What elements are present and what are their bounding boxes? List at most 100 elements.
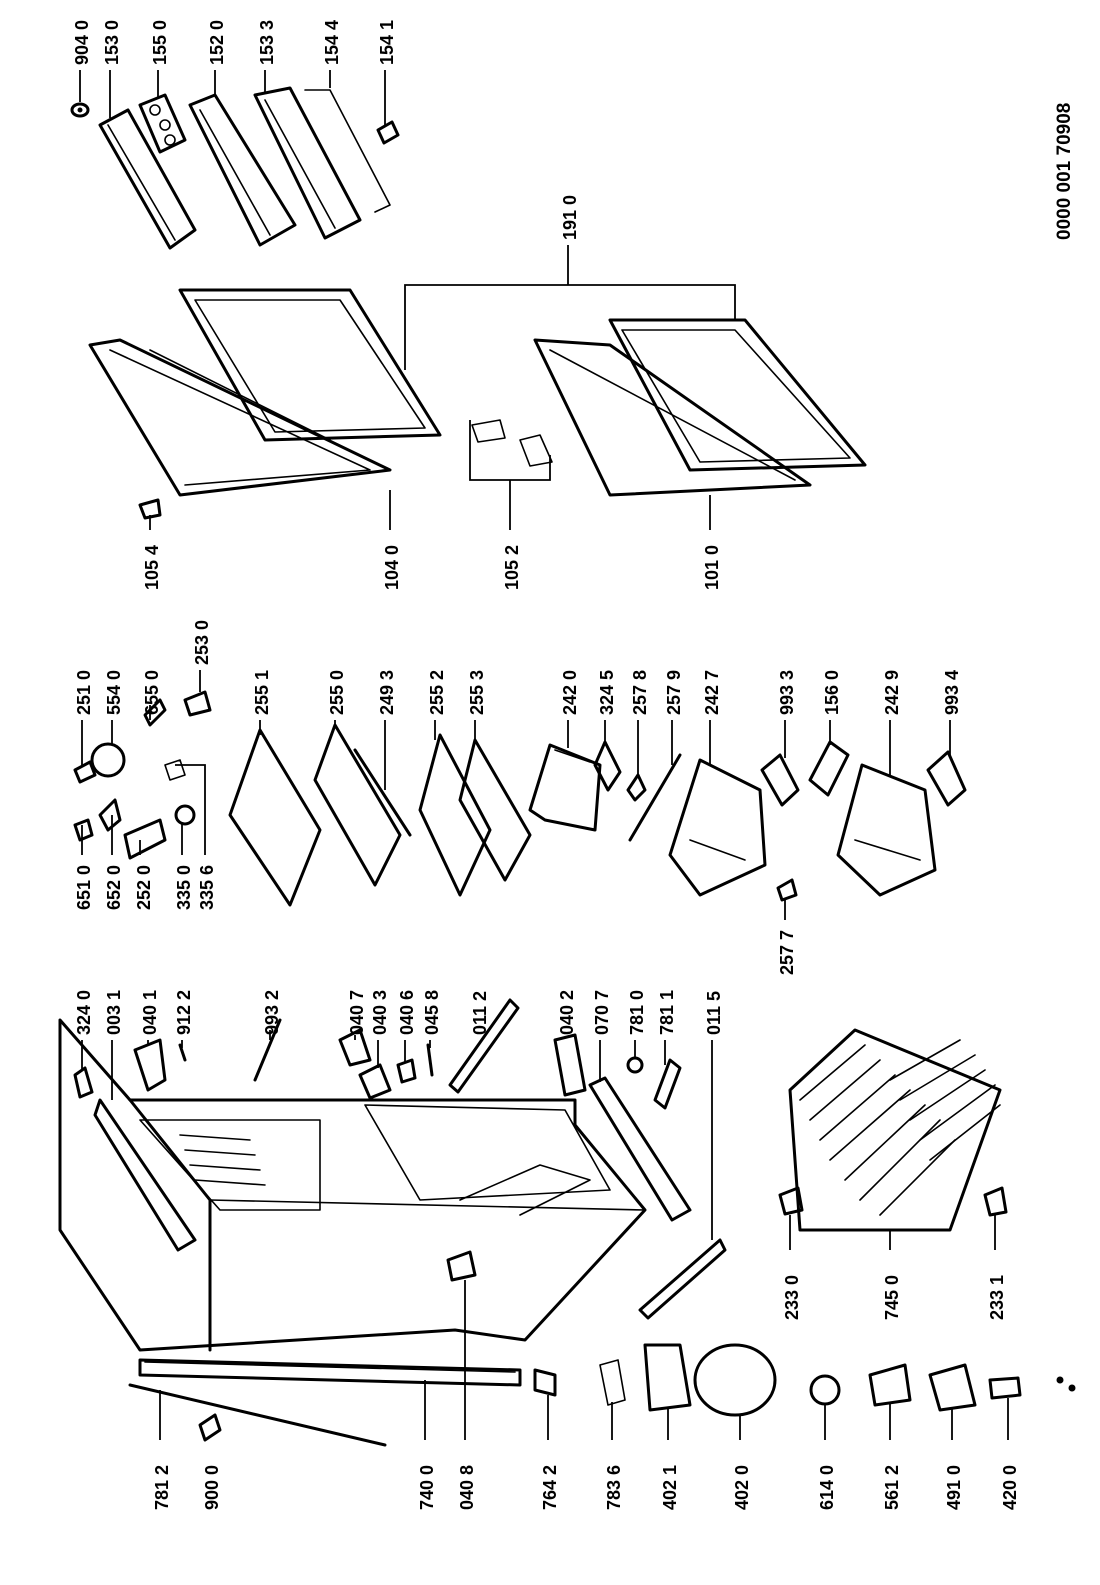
- document-number: 0000 001 70908: [1054, 103, 1075, 240]
- part-904-0-drawing: [70, 102, 90, 118]
- part-105-2-b: [519, 434, 553, 467]
- label-554-0: 554 0: [104, 670, 124, 715]
- label-993-2: 993 2: [262, 990, 282, 1035]
- part-324-0-drawing: [73, 1066, 94, 1099]
- cabinet-lower-compartment: [364, 1104, 611, 1201]
- label-420-0: 420 0: [1000, 1465, 1020, 1510]
- condenser-grid-lines-1: [799, 1044, 956, 1216]
- part-070-7-drawing: [588, 1076, 692, 1222]
- label-781-1: 781 1: [657, 990, 677, 1035]
- label-335-0: 335 0: [174, 865, 194, 910]
- label-255-3: 255 3: [467, 670, 487, 715]
- part-003-1-drawing: [93, 1098, 197, 1252]
- label-105-4: 105 4: [142, 545, 162, 590]
- part-255-1-drawing: [228, 728, 322, 907]
- cabinet-shelf-ribs: [179, 1134, 266, 1186]
- cabinet-outline: [58, 1018, 647, 1352]
- label-255-2: 255 2: [427, 670, 447, 715]
- part-045-8-drawing: [426, 1043, 434, 1077]
- leaders-controls: [81, 670, 206, 855]
- label-040-8: 040 8: [457, 1465, 477, 1510]
- label-764-2: 764 2: [540, 1465, 560, 1510]
- label-335-6: 335 6: [197, 865, 217, 910]
- part-153-0-drawing: [98, 108, 197, 250]
- label-155-0: 155 0: [150, 20, 170, 65]
- label-011-2: 011 2: [470, 991, 490, 1035]
- part-152-0-inner: [199, 109, 271, 236]
- leaders-drawers: [567, 720, 951, 920]
- part-154-4-drawing: [304, 89, 391, 213]
- part-040-2-drawing: [553, 1033, 587, 1097]
- leaders-doors: [149, 245, 736, 530]
- label-242-7: 242 7: [702, 670, 722, 715]
- part-labels: 904 0 153 0 155 0 152 0 153 3 154 4 154 …: [72, 20, 1020, 1510]
- part-335-6-drawing: [164, 759, 186, 781]
- part-255-2-drawing: [418, 733, 492, 897]
- part-900-0-drawing: [198, 1413, 222, 1442]
- label-255-0: 255 0: [327, 670, 347, 715]
- part-781-0-drawing: [626, 1056, 644, 1074]
- part-155-0-drawing: [138, 93, 187, 154]
- leaders-top-right: [79, 70, 386, 125]
- part-402-0-drawing: [693, 1343, 777, 1417]
- part-491-0-drawing: [928, 1363, 977, 1412]
- part-011-2-drawing: [448, 998, 520, 1094]
- part-153-3-inner: [264, 99, 336, 229]
- part-614-0-drawing: [809, 1374, 841, 1406]
- part-040-3-drawing: [358, 1063, 392, 1100]
- label-253-0: 253 0: [192, 620, 212, 665]
- label-781-0: 781 0: [627, 990, 647, 1035]
- part-257-9-drawing: [628, 753, 682, 842]
- cabinet-group: [58, 1018, 647, 1447]
- part-242-9-drawing: [836, 763, 937, 897]
- egg-cup-1: [149, 104, 161, 116]
- cabinet-drawer-recess: [459, 1164, 591, 1216]
- label-740-0: 740 0: [417, 1465, 437, 1510]
- label-781-2: 781 2: [152, 1465, 172, 1510]
- part-242-7-drawing: [668, 758, 767, 897]
- part-652-0-drawing: [98, 798, 122, 832]
- part-904-0-center: [77, 107, 83, 113]
- leaders-cabinet: [159, 1280, 466, 1440]
- document-number-group: 0000 001 70908: [1054, 103, 1075, 240]
- door-frame-bottom: [608, 318, 867, 472]
- label-242-0: 242 0: [560, 670, 580, 715]
- label-040-6: 040 6: [397, 990, 417, 1035]
- part-651-0-drawing: [73, 818, 94, 842]
- part-252-0-drawing: [123, 818, 167, 860]
- label-191-0: 191 0: [560, 195, 580, 240]
- part-740-0-inner: [144, 1361, 516, 1373]
- label-324-5: 324 5: [597, 670, 617, 715]
- label-153-3: 153 3: [257, 20, 277, 65]
- leaders-cabinet-parts: [81, 1030, 713, 1240]
- egg-cup-2: [159, 119, 171, 131]
- label-251-0: 251 0: [74, 670, 94, 715]
- shelves-group: [228, 723, 532, 907]
- label-257-8: 257 8: [630, 670, 650, 715]
- door-frame-top-inner: [194, 299, 426, 433]
- part-233-0-drawing: [778, 1186, 804, 1216]
- label-900-0: 900 0: [202, 1465, 222, 1510]
- part-993-2-drawing: [253, 1018, 282, 1082]
- part-255-3-drawing: [458, 738, 532, 882]
- label-152-0: 152 0: [207, 20, 227, 65]
- label-153-0: 153 0: [102, 20, 122, 65]
- part-249-3-drawing: [353, 748, 412, 837]
- leaders-shelves: [259, 720, 476, 790]
- part-257-7-drawing: [776, 878, 798, 902]
- part-154-1-drawing: [376, 120, 400, 145]
- part-253-0-drawing: [183, 690, 212, 717]
- label-402-1: 402 1: [660, 1465, 680, 1510]
- leaders-condenser: [789, 1215, 996, 1250]
- cabinet-edge-top: [209, 1199, 646, 1211]
- condenser-grid-lines-2: [889, 1039, 1001, 1161]
- part-153-0-edge: [107, 124, 176, 241]
- label-255-1: 255 1: [252, 670, 272, 715]
- cabinet-edge-front: [128, 1098, 212, 1352]
- label-104-0: 104 0: [382, 545, 402, 590]
- label-257-7: 257 7: [777, 930, 797, 975]
- part-781-2-drawing: [128, 1383, 387, 1447]
- part-655-0-drawing: [143, 698, 167, 727]
- part-104-0-drawing: [88, 338, 392, 497]
